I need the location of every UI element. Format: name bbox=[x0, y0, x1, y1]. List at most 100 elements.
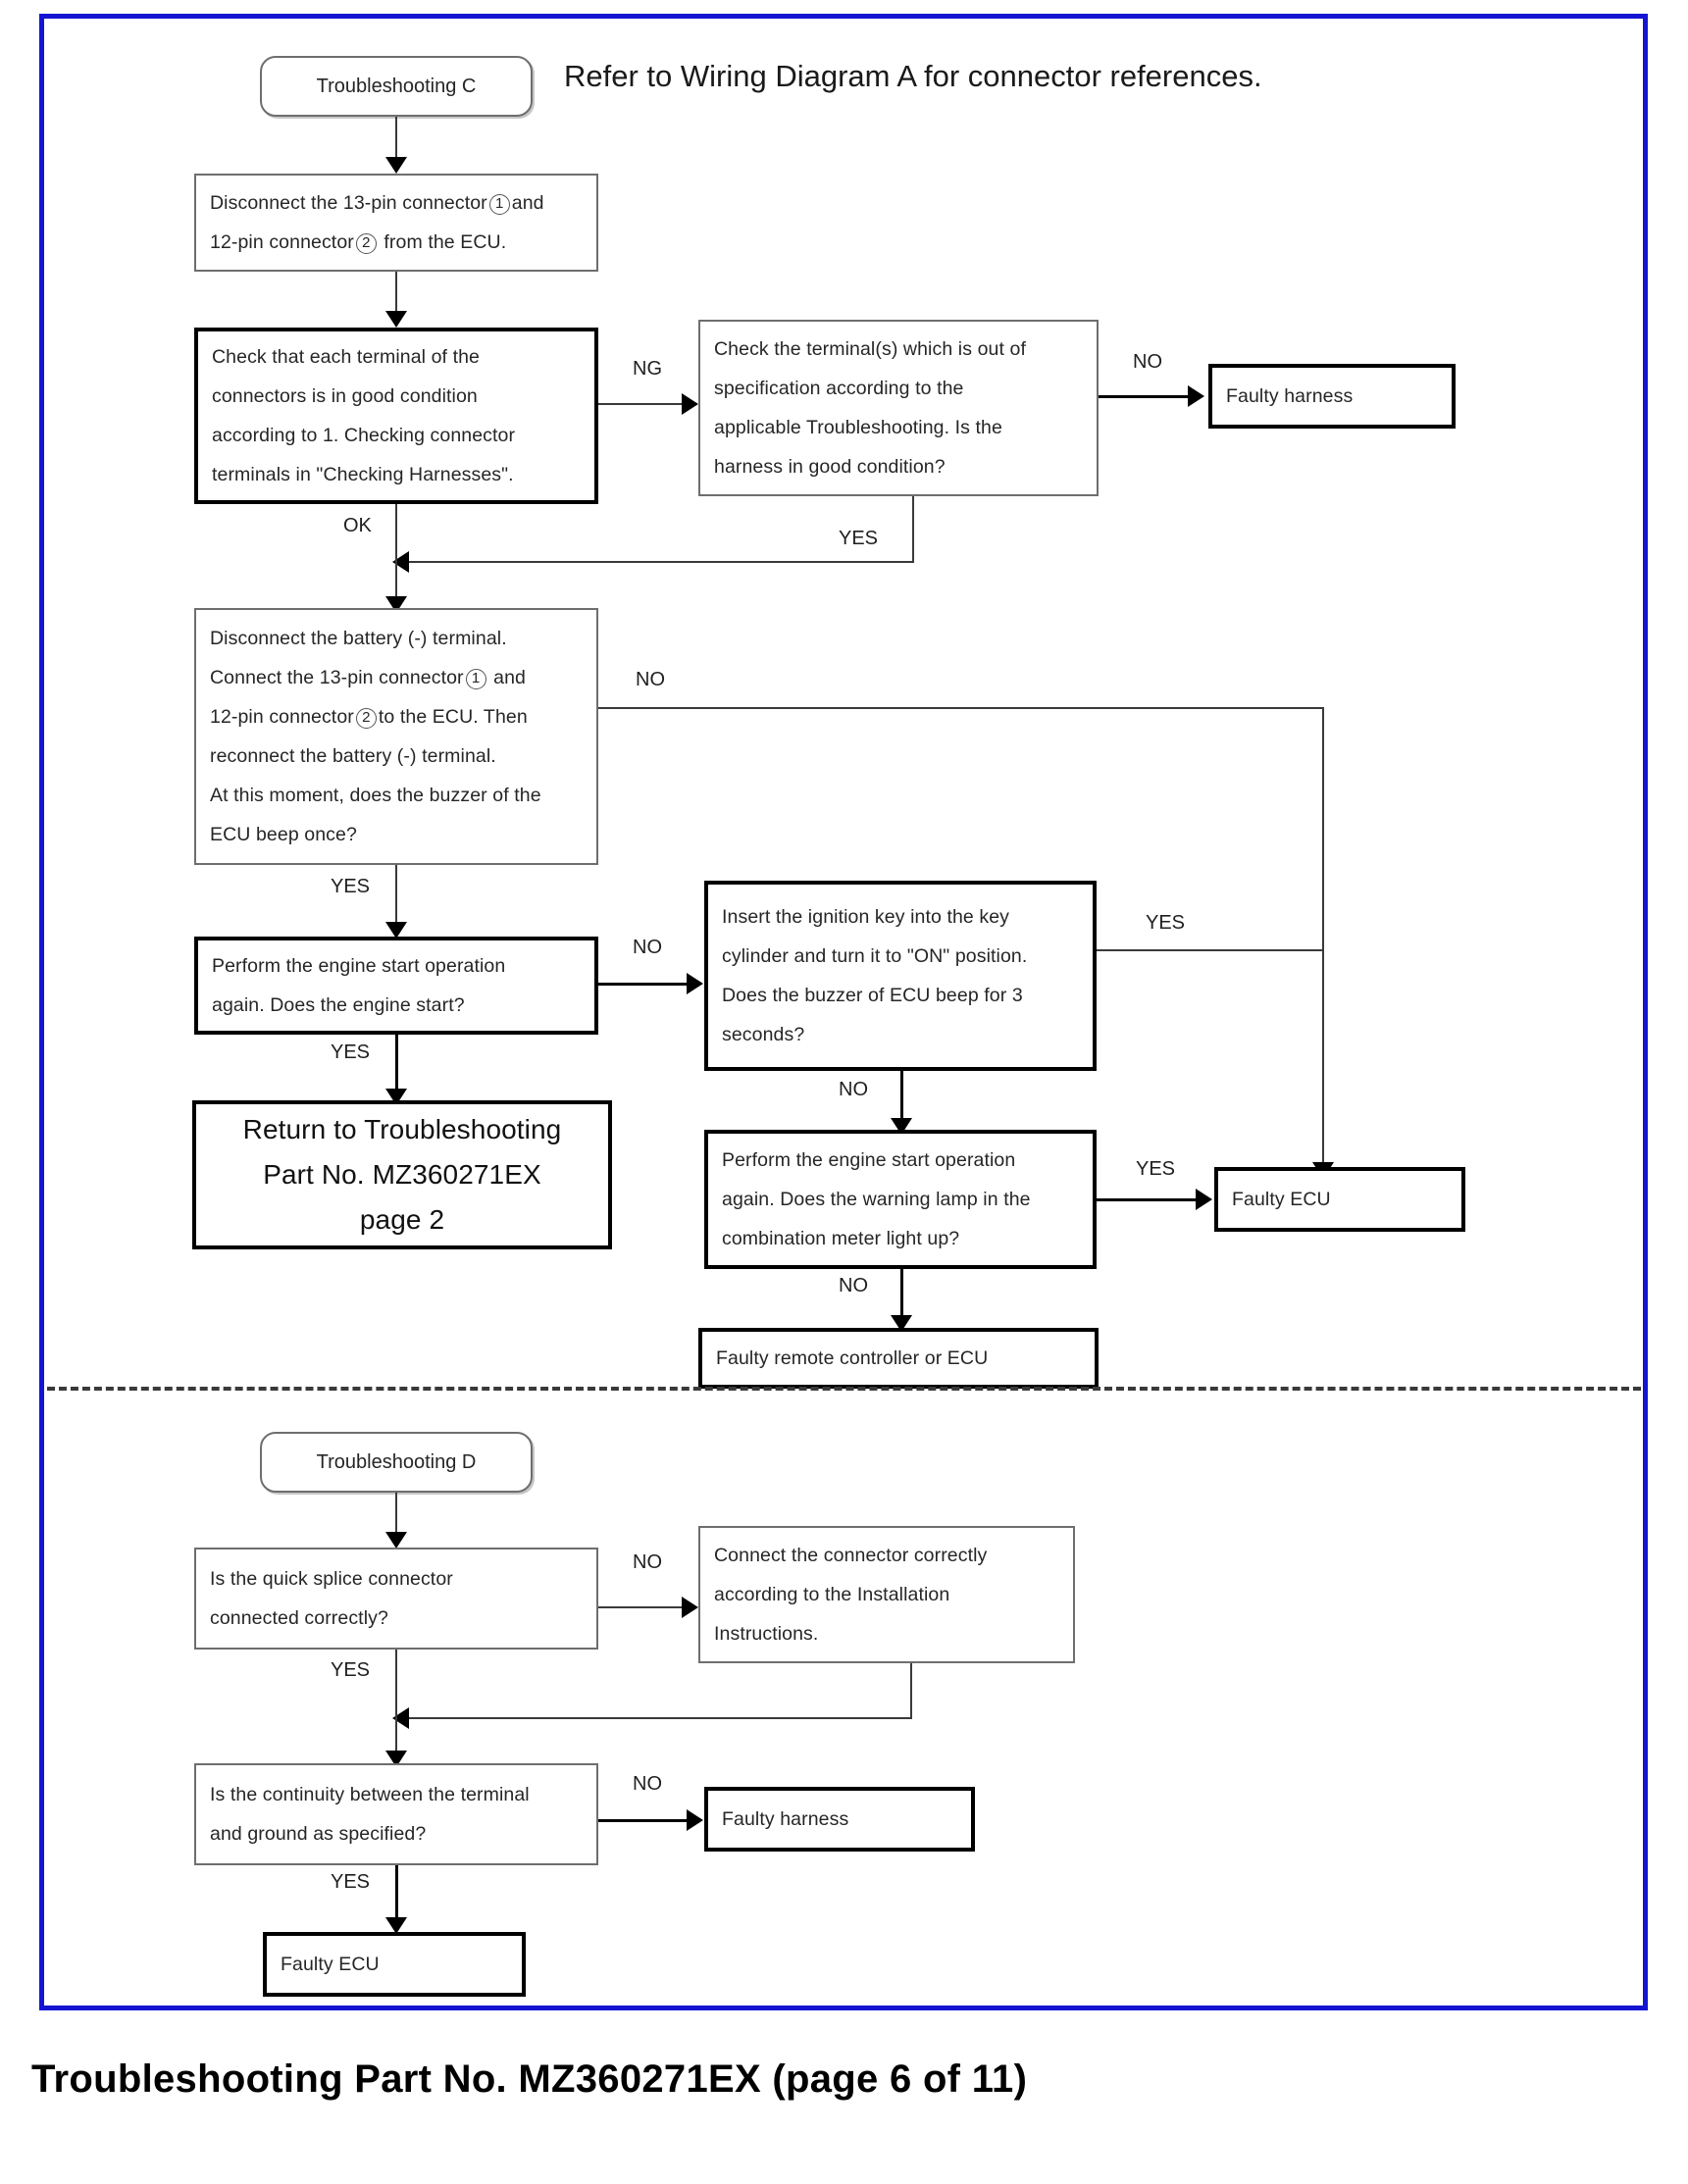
edge-label-no-c9: NO bbox=[839, 1275, 868, 1296]
arrow-d1-d3 bbox=[385, 1751, 407, 1767]
connector-c2-c5 bbox=[395, 504, 397, 602]
edge-label-no-d3: NO bbox=[633, 1773, 662, 1795]
decision-battery-line4: reconnect the battery (-) terminal. bbox=[210, 745, 496, 767]
arrow-c9-remote bbox=[891, 1315, 912, 1332]
connector-c3-yes-down bbox=[912, 496, 914, 563]
decision-battery-buzzer: Disconnect the battery (-) terminal. Con… bbox=[194, 608, 598, 865]
connector-c5-no-down bbox=[1322, 707, 1324, 1168]
result-faulty-ecu-c: Faulty ECU bbox=[1214, 1167, 1465, 1232]
decision-warning-lamp-line2: again. Does the warning lamp in the bbox=[722, 1189, 1031, 1210]
connector-d1-d2 bbox=[598, 1606, 691, 1608]
edge-label-yes-c5: YES bbox=[331, 876, 371, 897]
edge-label-no-bypass: NO bbox=[636, 669, 665, 690]
edge-label-yes-d1: YES bbox=[331, 1659, 371, 1681]
decision-continuity-line1: Is the continuity between the terminal bbox=[210, 1784, 530, 1805]
decision-quick-splice-line2: connected correctly? bbox=[210, 1607, 388, 1629]
decision-check-terminals-line3: according to 1. Checking connector bbox=[212, 425, 516, 446]
start-node-d-label: Troubleshooting D bbox=[316, 1450, 477, 1473]
decision-ignition-line3: Does the buzzer of ECU beep for 3 bbox=[722, 985, 1023, 1006]
arrow-c1-c2 bbox=[385, 311, 407, 328]
decision-ignition-key-buzzer: Insert the ignition key into the key cyl… bbox=[704, 881, 1097, 1071]
arrow-c9-faultyecu bbox=[1196, 1189, 1212, 1210]
connector-c-start-c1 bbox=[395, 117, 397, 162]
edge-label-yes-c9: YES bbox=[1136, 1158, 1176, 1180]
connector-c2-c3 bbox=[598, 403, 684, 405]
decision-warning-lamp: Perform the engine start operation again… bbox=[704, 1130, 1097, 1269]
start-node-c-label: Troubleshooting C bbox=[316, 75, 477, 97]
decision-battery-line1: Disconnect the battery (-) terminal. bbox=[210, 628, 507, 649]
result-faulty-harness-c-label: Faulty harness bbox=[1226, 385, 1354, 407]
return-line3: page 2 bbox=[359, 1204, 445, 1235]
decision-continuity: Is the continuity between the terminal a… bbox=[194, 1763, 598, 1865]
connector-c3-faultyharness bbox=[1099, 395, 1197, 398]
decision-check-terminals-line4: terminals in "Checking Harnesses". bbox=[212, 464, 514, 485]
arrow-d1-d2 bbox=[682, 1597, 698, 1618]
edge-label-yes-c7: YES bbox=[1146, 912, 1186, 934]
circled-number-1b: 1 bbox=[465, 669, 486, 689]
connector-c6-c7 bbox=[598, 983, 696, 986]
decision-check-terminals: Check that each terminal of the connecto… bbox=[194, 328, 598, 504]
decision-battery-line5: At this moment, does the buzzer of the bbox=[210, 785, 541, 806]
page-caption: Troubleshooting Part No. MZ360271EX (pag… bbox=[31, 2057, 1028, 2101]
connector-d3-faultyecu bbox=[395, 1865, 398, 1924]
decision-warning-lamp-line1: Perform the engine start operation bbox=[722, 1149, 1016, 1171]
result-faulty-harness-d: Faulty harness bbox=[704, 1787, 975, 1852]
decision-quick-splice-line1: Is the quick splice connector bbox=[210, 1568, 453, 1590]
arrow-d3-faultyecu bbox=[385, 1917, 407, 1934]
edge-label-yes-c6: YES bbox=[331, 1041, 371, 1063]
decision-quick-splice: Is the quick splice connector connected … bbox=[194, 1548, 598, 1650]
result-faulty-remote-label: Faulty remote controller or ECU bbox=[716, 1347, 989, 1369]
arrow-d3-faultyharness bbox=[687, 1809, 703, 1831]
decision-engine-start-line2: again. Does the engine start? bbox=[212, 994, 465, 1016]
edge-label-yes-back: YES bbox=[839, 528, 879, 549]
decision-continuity-line2: and ground as specified? bbox=[210, 1823, 427, 1845]
start-node-troubleshooting-c[interactable]: Troubleshooting C bbox=[260, 56, 533, 117]
edge-label-no-d1: NO bbox=[633, 1551, 662, 1573]
decision-engine-start: Perform the engine start operation again… bbox=[194, 937, 598, 1035]
edge-label-ng: NG bbox=[633, 358, 662, 380]
arrow-c2-c3 bbox=[682, 393, 698, 415]
connector-c5-c6 bbox=[395, 865, 397, 929]
action-connect-line2: according to the Installation bbox=[714, 1584, 950, 1605]
edge-label-no-c6: NO bbox=[633, 937, 662, 958]
decision-out-of-spec-line4: harness in good condition? bbox=[714, 456, 946, 478]
result-faulty-ecu-d-label: Faulty ECU bbox=[281, 1954, 380, 1975]
connector-c1-c2 bbox=[395, 272, 397, 316]
connector-c3-yes-left bbox=[402, 561, 914, 563]
connector-c7-c9 bbox=[900, 1071, 903, 1125]
connector-d2-left bbox=[402, 1717, 912, 1719]
edge-label-ok: OK bbox=[343, 515, 372, 536]
arrow-c5-c6 bbox=[385, 922, 407, 939]
decision-battery-line6: ECU beep once? bbox=[210, 824, 357, 845]
arrow-c3-faultyharness bbox=[1188, 385, 1204, 407]
arrow-c6-c7 bbox=[687, 973, 703, 994]
action-connect-correctly: Connect the connector correctly accordin… bbox=[698, 1526, 1075, 1663]
connector-d-start-d1 bbox=[395, 1493, 397, 1537]
connector-c9-faultyecu bbox=[1097, 1198, 1204, 1201]
decision-out-of-spec-line2: specification according to the bbox=[714, 378, 964, 399]
edge-label-no-c7: NO bbox=[839, 1079, 868, 1100]
result-faulty-remote-or-ecu: Faulty remote controller or ECU bbox=[698, 1328, 1099, 1389]
result-return-to-troubleshooting: Return to Troubleshooting Part No. MZ360… bbox=[192, 1100, 612, 1249]
return-line2: Part No. MZ360271EX bbox=[263, 1159, 541, 1190]
arrow-d-start-d1 bbox=[385, 1532, 407, 1549]
decision-ignition-line2: cylinder and turn it to "ON" position. bbox=[722, 945, 1028, 967]
connector-c5-no-right bbox=[598, 707, 1324, 709]
connector-c9-remote bbox=[900, 1269, 903, 1323]
action-connect-line1: Connect the connector correctly bbox=[714, 1545, 988, 1566]
circled-number-2b: 2 bbox=[355, 708, 377, 729]
wiring-diagram-note: Refer to Wiring Diagram A for connector … bbox=[564, 59, 1262, 93]
decision-ignition-line1: Insert the ignition key into the key bbox=[722, 906, 1010, 928]
connector-d2-down bbox=[910, 1663, 912, 1719]
decision-check-terminals-line1: Check that each terminal of the bbox=[212, 346, 480, 368]
action-connect-line3: Instructions. bbox=[714, 1623, 819, 1645]
start-node-troubleshooting-d[interactable]: Troubleshooting D bbox=[260, 1432, 533, 1493]
return-line1: Return to Troubleshooting bbox=[242, 1114, 562, 1144]
result-faulty-ecu-c-label: Faulty ECU bbox=[1232, 1189, 1331, 1210]
decision-engine-start-line1: Perform the engine start operation bbox=[212, 955, 506, 977]
circled-number-2: 2 bbox=[355, 233, 377, 254]
result-faulty-ecu-d: Faulty ECU bbox=[263, 1932, 526, 1997]
